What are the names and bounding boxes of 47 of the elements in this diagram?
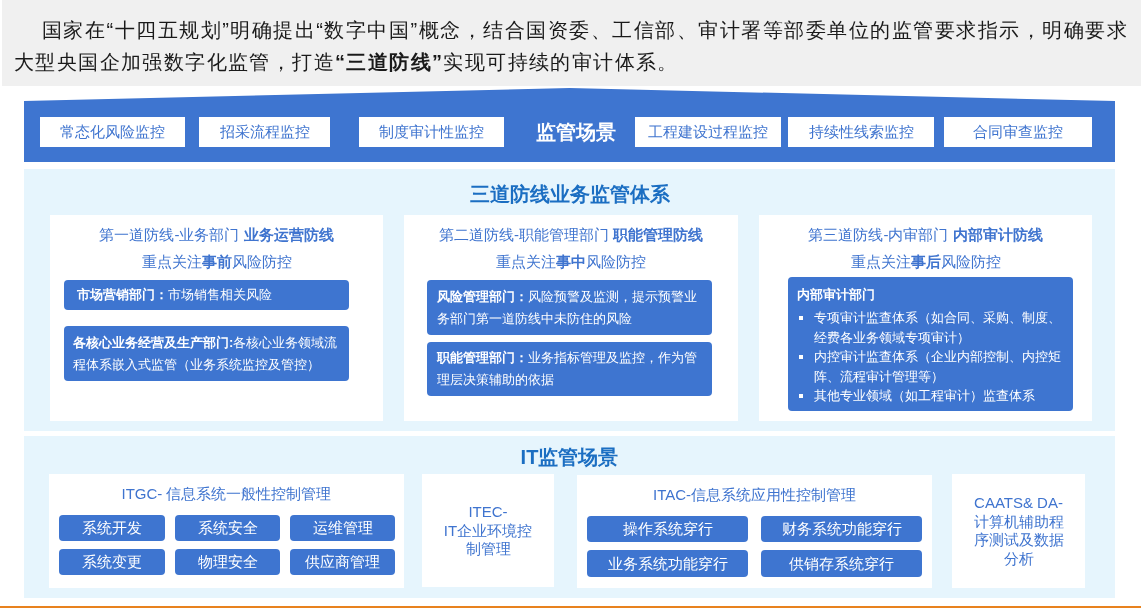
defense-card — [50, 215, 383, 421]
control-card: ITEC-IT企业环境控制管理 — [422, 474, 554, 587]
control-item: 供销存系统穿行 — [761, 550, 922, 577]
section-title: 三道防线业务监管体系 — [469, 182, 670, 206]
card-subheading: 重点关注事中风险防控 — [496, 252, 646, 272]
bullet-text: 专项审计监查体系（如合同、采购、制度、经费各业务领域专项审计） — [814, 309, 1062, 347]
control-card: CAATS& DA-计算机辅助程序测试及数据分析 — [952, 474, 1085, 588]
card-heading: 第一道防线-业务部门 业务运营防线 — [99, 225, 334, 245]
section-panel — [24, 169, 1115, 431]
control-item: 供应商管理 — [290, 549, 395, 575]
bullet-text: 内控审计监查体系（企业内部控制、内控矩阵、流程审计管理等） — [814, 348, 1062, 386]
control-item: 物理安全 — [175, 549, 280, 575]
department-box: 职能管理部门：业务指标管理及监控，作为管理层决策辅助的依据 — [427, 342, 712, 396]
card-heading: 第二道防线-职能管理部门 职能管理防线 — [438, 225, 704, 245]
control-item: 系统开发 — [59, 515, 165, 541]
control-card — [49, 474, 404, 588]
card-subheading: 重点关注事前风险防控 — [141, 252, 292, 272]
control-item: 财务系统功能穿行 — [761, 516, 922, 542]
card-heading: ITGC- 信息系统一般性控制管理 — [121, 484, 332, 504]
control-item: 系统变更 — [59, 549, 165, 575]
scenario-box: 工程建设过程监控 — [635, 117, 781, 147]
control-item: 业务系统功能穿行 — [587, 550, 748, 577]
card-subheading: 重点关注事后风险防控 — [850, 252, 1001, 272]
scenario-band — [24, 88, 1115, 162]
department-box: 各核心业务经营及生产部门:各核心业务领域流程体系嵌入式监管（业务系统监控及管控） — [64, 326, 349, 381]
scenario-box: 制度审计性监控 — [359, 117, 504, 147]
box-heading: 内部审计部门 — [797, 286, 875, 304]
scenario-box: 常态化风险监控 — [40, 117, 185, 147]
department-box: 风险管理部门：风险预警及监测，提示预警业务部门第一道防线中未防住的风险 — [427, 280, 712, 335]
defense-card — [759, 215, 1092, 421]
bullet-text: 其他专业领域（如工程审计）监查体系 — [814, 387, 1036, 405]
department-box — [788, 277, 1073, 411]
band-title: 监管场景 — [536, 120, 616, 144]
scenario-box: 合同审查监控 — [944, 117, 1092, 147]
section-title: IT监管场景 — [520, 445, 619, 469]
control-item: 系统安全 — [175, 515, 280, 541]
section-panel — [24, 436, 1115, 598]
scenario-box: 持续性线索监控 — [788, 117, 934, 147]
department-box: 市场营销部门：市场销售相关风险 — [64, 280, 349, 310]
scenario-box: 招采流程监控 — [199, 117, 330, 147]
defense-card — [404, 215, 738, 421]
control-item: 运维管理 — [290, 515, 395, 541]
intro-banner: 国家在“十四五规划”明确提出“数字中国”概念，结合国资委、工信部、审计署等部委单位的监管要求指示，明确要求大型央国企加强数字化监管，打造“三道防线”实现可持续的审计体系。 — [2, 0, 1141, 86]
control-card — [577, 475, 932, 588]
card-heading: ITAC-信息系统应用性控制管理 — [652, 485, 857, 505]
card-heading: 第三道防线-内审部门 内部审计防线 — [808, 225, 1043, 245]
control-item: 操作系统穿行 — [587, 516, 748, 542]
